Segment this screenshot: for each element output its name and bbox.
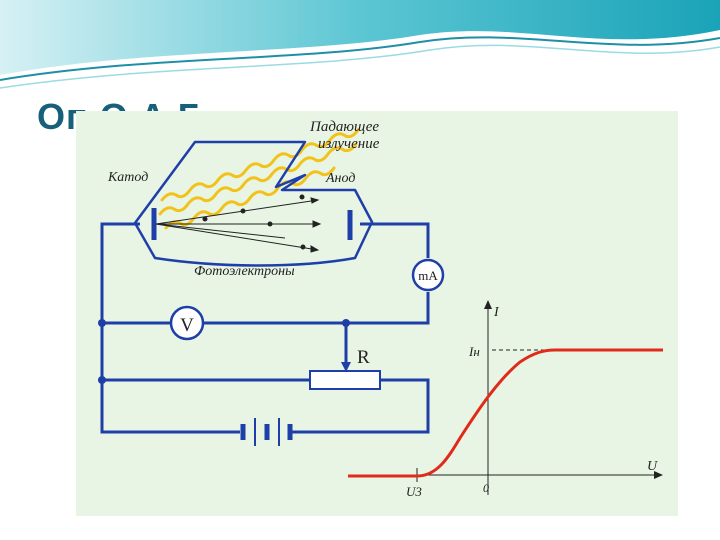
resistor	[309, 370, 381, 390]
origin-label: 0	[483, 481, 489, 495]
circuit-nodes	[98, 319, 350, 384]
u-axis-label: U	[647, 459, 658, 474]
milliammeter-label: mA	[418, 268, 438, 283]
u-axis-arrow	[654, 471, 663, 479]
milliammeter	[411, 258, 445, 292]
stopping-voltage-label: U3	[406, 484, 422, 499]
i-axis-label: I	[493, 305, 500, 320]
cathode-label: Катод	[107, 170, 148, 185]
vacuum-tube	[133, 140, 374, 267]
battery	[240, 418, 293, 446]
photoelectrons-label: Фотоэлектроны	[194, 264, 295, 279]
iv-graph: I U Iн U3 0	[348, 300, 663, 499]
header-waves	[0, 0, 720, 89]
slider-arrow	[341, 362, 351, 372]
saturation-current-label: Iн	[468, 344, 480, 359]
i-axis-arrow	[484, 300, 492, 309]
circuit-wires	[100, 222, 430, 434]
resistor-label: R	[357, 347, 370, 368]
current-voltage-curve	[348, 348, 663, 478]
incident-label-line2: излучение	[318, 136, 380, 152]
anode-label: Анод	[325, 171, 355, 186]
incident-label-line1: Падающее	[309, 119, 379, 135]
photoelectron-paths	[155, 194, 322, 253]
voltmeter-label: V	[180, 315, 194, 336]
voltmeter	[169, 305, 205, 341]
